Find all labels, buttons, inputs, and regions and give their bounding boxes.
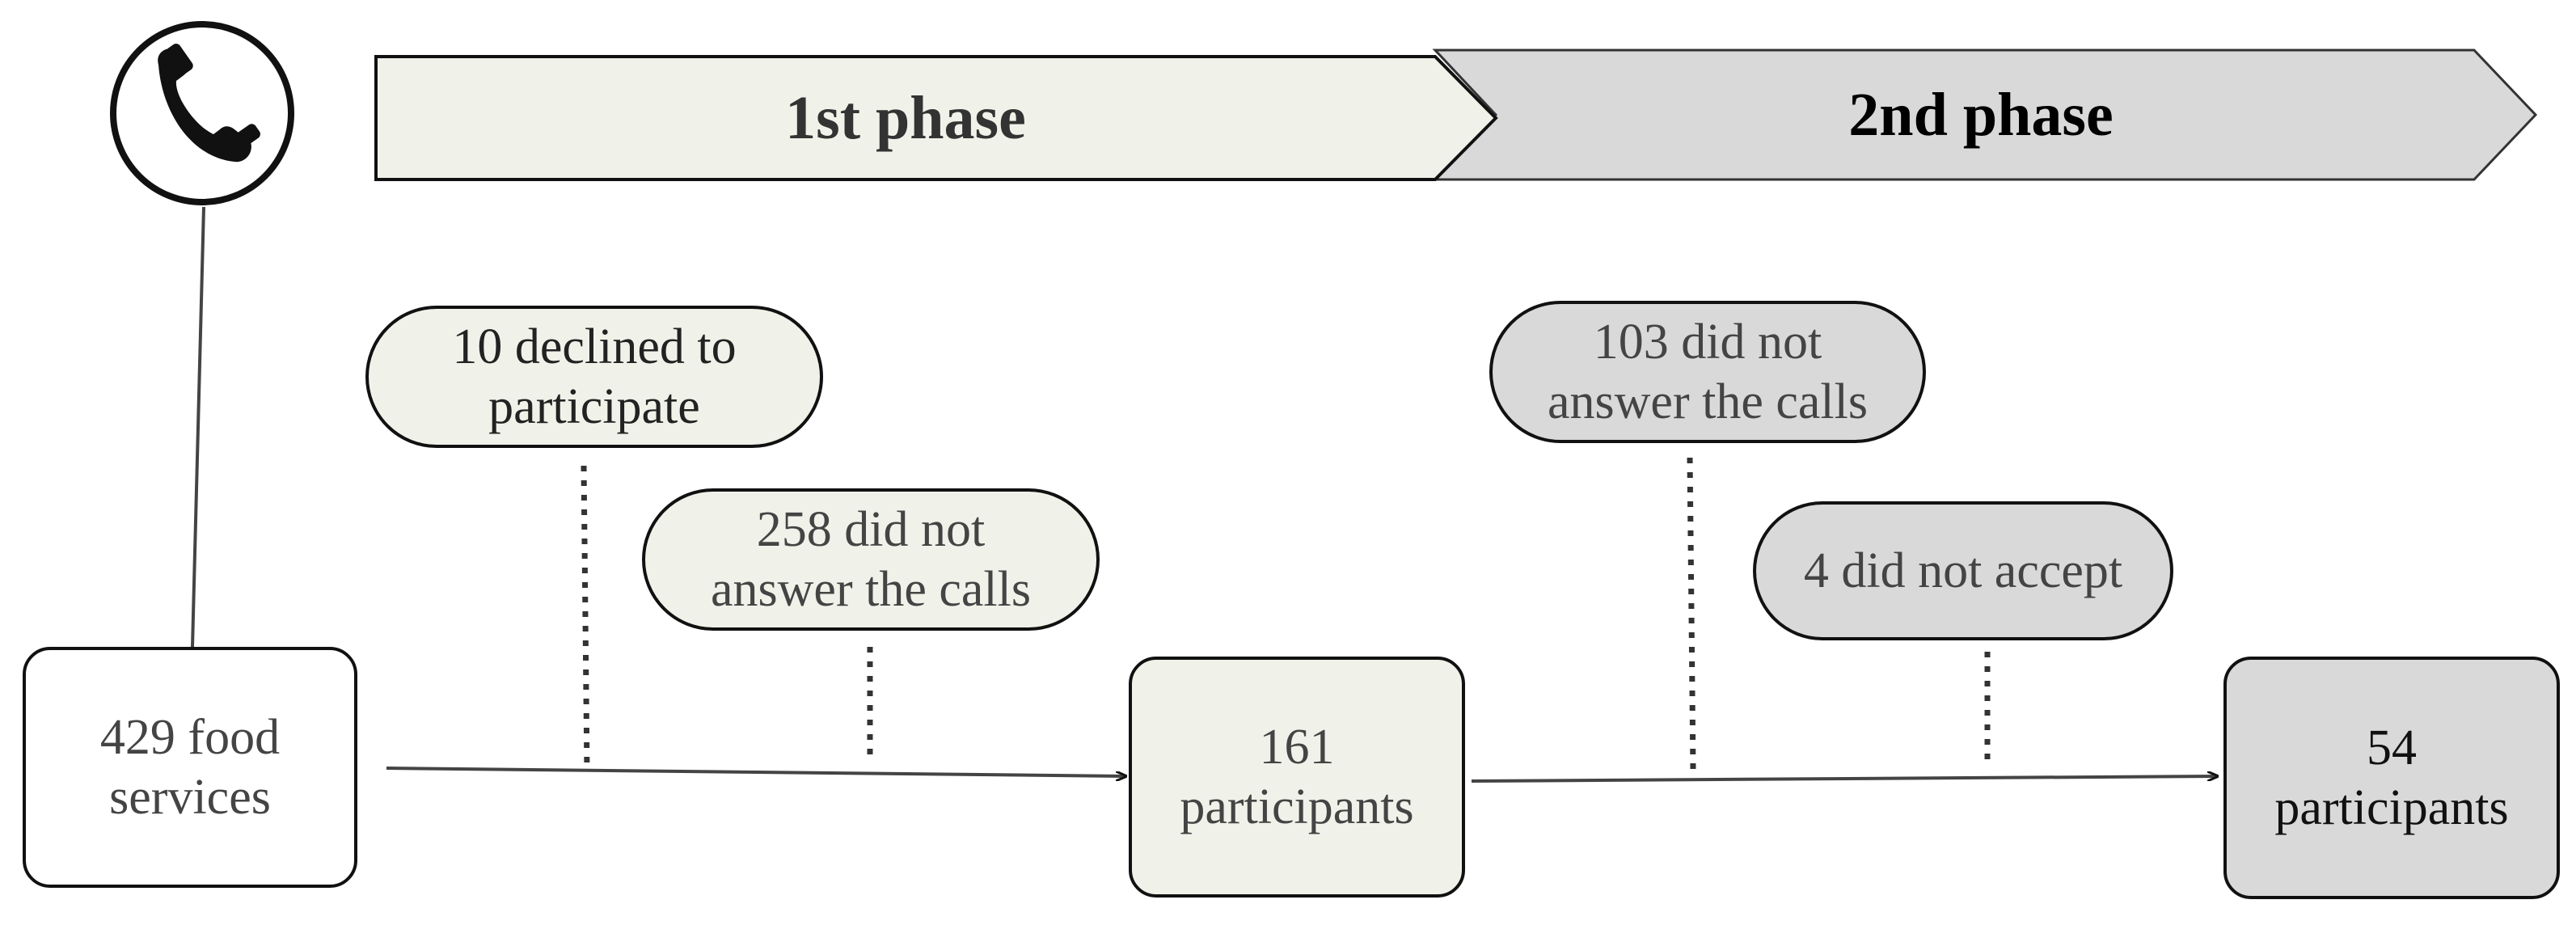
- phone-connector: [191, 206, 205, 648]
- phone-handset-icon: [110, 21, 294, 205]
- phase-1-banner: [374, 55, 1498, 181]
- flow-arrow-start-to-mid: [386, 767, 1125, 776]
- node-not-accept: 4 did not accept: [1753, 501, 2173, 640]
- flow-arrow-mid-to-end: [1471, 776, 2217, 783]
- phase-2-label: 2nd phase: [1848, 80, 2114, 149]
- dotted-connector-declined: [581, 465, 590, 772]
- phase-2-banner: [1432, 49, 2538, 181]
- dotted-connector-no-answer-2: [1687, 457, 1696, 771]
- phase-1-label: 1st phase: [785, 83, 1026, 152]
